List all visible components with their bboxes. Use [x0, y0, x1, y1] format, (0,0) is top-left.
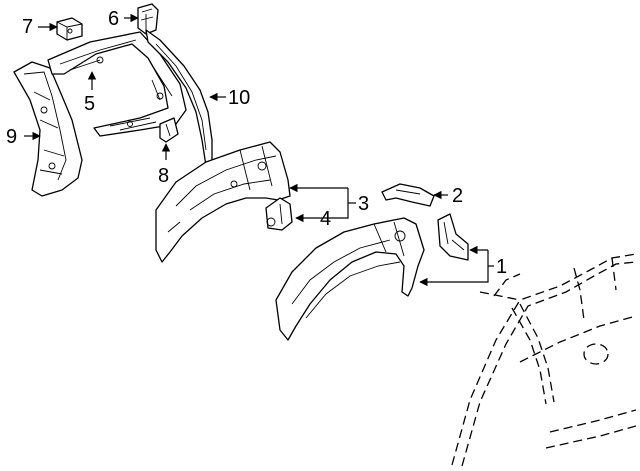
callout-5: 5 — [84, 93, 95, 115]
callout-7: 7 — [22, 16, 33, 38]
leader-lines — [24, 13, 494, 287]
part-4-bracket — [265, 197, 293, 231]
callout-10: 10 — [228, 87, 250, 109]
part-6-bracket — [137, 3, 159, 35]
part-7-block — [56, 17, 83, 41]
part-9-pillar — [13, 61, 83, 197]
callout-4: 4 — [320, 208, 331, 230]
part-8-bracket — [159, 117, 179, 143]
callout-9: 9 — [6, 126, 17, 148]
part-1-outer-wheelhouse — [275, 213, 469, 341]
quarter-panel-outline — [451, 253, 637, 467]
callout-1: 1 — [496, 256, 507, 278]
callout-2: 2 — [452, 185, 463, 207]
part-3-inner-wheelhouse — [155, 141, 291, 263]
callout-8: 8 — [158, 165, 169, 187]
callout-3: 3 — [358, 193, 369, 215]
part-2-bracket — [381, 183, 435, 207]
callout-6: 6 — [108, 8, 119, 30]
